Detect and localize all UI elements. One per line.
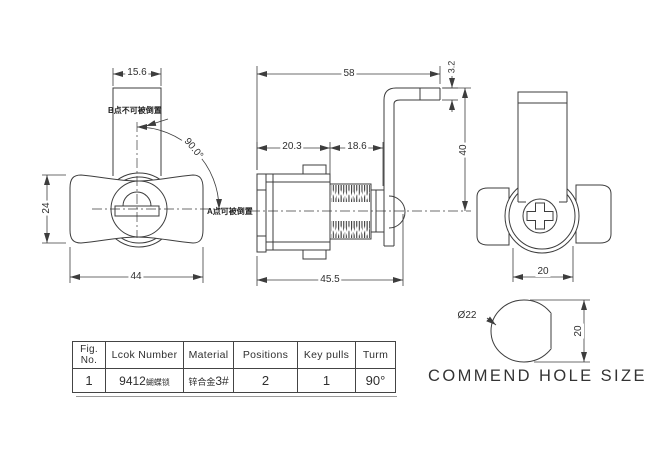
phillips-cross-icon: [526, 202, 554, 230]
dim-cam-thickness: 3.2: [446, 58, 457, 76]
header-turn: Turm: [355, 341, 396, 369]
table-shadow-line: [76, 396, 397, 397]
header-fig-no: Fig.No.: [72, 341, 106, 369]
point-b-leader: [145, 118, 169, 127]
header-material: Material: [183, 341, 234, 369]
spec-table: Fig.No. Lcok Number Material Positions K…: [72, 341, 396, 393]
dim-cam-width: 20: [535, 266, 551, 277]
front-view-linework: [42, 68, 222, 283]
header-lock-number: Lcok Number: [105, 341, 184, 369]
right-wing: [575, 184, 612, 244]
rivet-dome: [388, 195, 406, 229]
cam-lever-side: [383, 87, 441, 247]
hole-circle: [490, 299, 558, 363]
spec-table-data-row: 1 9412蝴蝶锁 锌合金3# 2 1 90°: [72, 368, 396, 393]
back-dimensions: [512, 246, 574, 282]
note-point-a: A点可被倒置: [207, 207, 253, 216]
lock-head-side: [265, 173, 331, 251]
note-point-b: B点不可被倒置: [108, 106, 162, 115]
side-view-linework: [250, 66, 471, 286]
cell-positions: 2: [233, 368, 298, 393]
hole-diagram-linework: [486, 299, 590, 363]
dim-thread-length: 18.6: [345, 141, 369, 152]
cam-lever-back: [517, 91, 568, 203]
cell-key-pulls: 1: [297, 368, 356, 393]
header-positions: Positions: [233, 341, 298, 369]
dim-body-width: 44: [128, 271, 144, 282]
dim-head-depth: 20.3: [280, 141, 304, 152]
dim-hole-diameter: Ø22: [455, 310, 479, 321]
spec-table-header-row: Fig.No. Lcok Number Material Positions K…: [72, 341, 396, 369]
header-key-pulls: Key pulls: [297, 341, 356, 369]
cell-lock-number: 9412蝴蝶锁: [105, 368, 184, 393]
hole-caption: COMMEND HOLE SIZE: [428, 366, 647, 385]
dim-body-height: 24: [41, 200, 52, 216]
dim-handle-width: 15.6: [125, 67, 149, 78]
cell-material: 锌合金3#: [183, 368, 234, 393]
back-view-linework: [476, 91, 612, 282]
cell-fig-no: 1: [72, 368, 106, 393]
dim-body-length: 45.5: [318, 274, 342, 285]
dim-total-length: 58: [341, 68, 357, 79]
dim-cam-height: 40: [458, 142, 469, 158]
left-wing: [476, 187, 510, 246]
dim-hole-flat-width: 20: [573, 323, 584, 339]
cell-turn: 90°: [355, 368, 396, 393]
hole-dimensions: [486, 299, 590, 363]
